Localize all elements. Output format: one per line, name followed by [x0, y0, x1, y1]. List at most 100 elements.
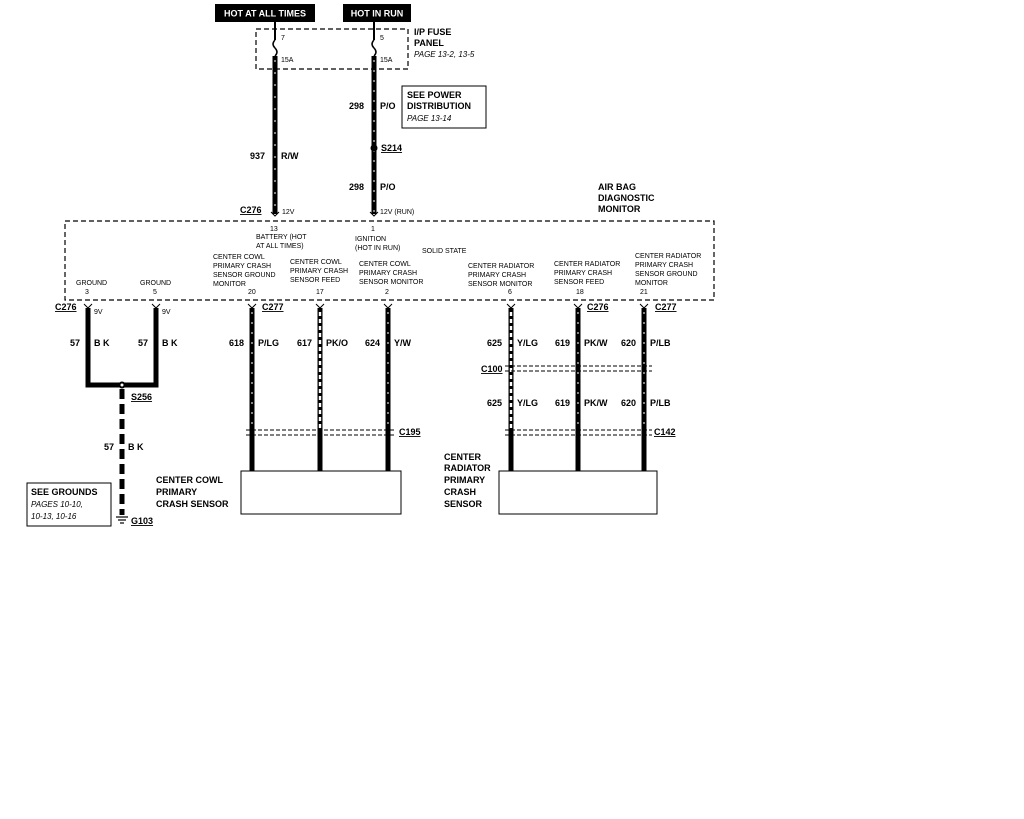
pin-18-number: 18: [576, 289, 584, 296]
pin-3-label: GROUND: [76, 280, 107, 287]
hot-in-run-label: HOT IN RUN: [351, 9, 404, 19]
connector-c277-b: C277: [655, 302, 677, 312]
wire-624-circuit: 624: [365, 338, 380, 348]
ground-ref-line-1: SEE GROUNDS: [31, 487, 98, 497]
splice-s214-label: S214: [381, 143, 402, 153]
pin-1-number: 1: [371, 226, 375, 233]
pin-2-label-2: PRIMARY CRASH: [359, 270, 417, 277]
wire-617-color: PK/O: [326, 338, 348, 348]
power-distribution-ref-box: [401, 85, 487, 129]
connector-c276-top: C276: [240, 205, 262, 215]
wire-620-circuit-lower: 620: [621, 398, 636, 408]
pin-13-number: 13: [270, 226, 278, 233]
pin-6-label-2: PRIMARY CRASH: [468, 272, 526, 279]
radiator-sensor-label-2: RADIATOR: [444, 463, 491, 473]
wire-625-color-lower: Y/LG: [517, 398, 538, 408]
connector-c195: C195: [399, 427, 421, 437]
wire-625-color: Y/LG: [517, 338, 538, 348]
fuse-panel-page-ref: PAGE 13-2, 13-5: [414, 50, 475, 59]
pin-18-chevron: [573, 303, 583, 309]
module-title-2: DIAGNOSTIC: [598, 193, 655, 203]
pin-21-label-4: MONITOR: [635, 280, 668, 287]
radiator-sensor-label-5: SENSOR: [444, 499, 483, 509]
connector-c276-b: C276: [587, 302, 609, 312]
pin-21-label-1: CENTER RADIATOR: [635, 253, 701, 260]
connector-c277-a: C277: [262, 302, 284, 312]
ground-wire-3-circuit: 57: [104, 442, 114, 452]
power-ref-line-2: DISTRIBUTION: [407, 101, 471, 111]
wire-625-circuit-lower: 625: [487, 398, 502, 408]
power-ref-page: PAGE 13-14: [407, 114, 452, 123]
ground-ref-box: [26, 482, 112, 527]
radiator-sensor-label-4: CRASH: [444, 487, 476, 497]
volt-run: 12V (RUN): [380, 209, 414, 216]
fuse-5-amps: 15A: [380, 57, 393, 64]
module-title-1: AIR BAG: [598, 182, 636, 192]
fuse-panel-title-1: I/P FUSE: [414, 27, 451, 37]
fuse-5-number: 5: [380, 35, 384, 42]
ground-ref-line-3: 10-13, 10-16: [31, 512, 77, 521]
pin-20-chevron: [247, 303, 257, 309]
pin-17-label-3: SENSOR FEED: [290, 277, 340, 284]
connector-c142: C142: [654, 427, 676, 437]
wire-937-circuit: 937: [250, 151, 265, 161]
hot-in-run-tag: [343, 4, 411, 22]
wire-298-color-upper: P/O: [380, 101, 396, 111]
fuse-panel-box: [255, 28, 409, 70]
pin-21-chevron: [639, 303, 649, 309]
splice-s256-label: S256: [131, 392, 152, 402]
connector-c100: C100: [481, 364, 503, 374]
c276-pin-13-chevron: [270, 211, 280, 217]
power-ref-line-1: SEE POWER: [407, 90, 462, 100]
fuse-5-symbol: [371, 39, 377, 57]
radiator-sensor-label-3: PRIMARY: [444, 475, 485, 485]
ground-wire-1-color: B K: [94, 338, 110, 348]
wire-617-circuit: 617: [297, 338, 312, 348]
pin-17-chevron: [315, 303, 325, 309]
splice-s214-dot: [370, 144, 378, 152]
module-title-3: MONITOR: [598, 204, 641, 214]
cowl-sensor-label-2: PRIMARY: [156, 487, 197, 497]
cowl-sensor-label-1: CENTER COWL: [156, 475, 223, 485]
wire-619-color-lower: PK/W: [584, 398, 608, 408]
wire-298-circuit-lower: 298: [349, 182, 364, 192]
cowl-sensor-label-3: CRASH SENSOR: [156, 499, 229, 509]
pin-17-label-1: CENTER COWL: [290, 259, 342, 266]
wire-619-circuit-lower: 619: [555, 398, 570, 408]
wire-298-circuit-upper: 298: [349, 101, 364, 111]
pin-6-number: 6: [508, 289, 512, 296]
c276-pin-1-chevron: [369, 211, 379, 217]
wire-618-color: P/LG: [258, 338, 279, 348]
volt-batt: 12V: [282, 209, 295, 216]
pin-17-number: 17: [316, 289, 324, 296]
pin-5-number: 5: [153, 289, 157, 296]
wire-298-color-lower: P/O: [380, 182, 396, 192]
pin-5-chevron: [151, 303, 161, 309]
pin-5-label: GROUND: [140, 280, 171, 287]
pin-20-label-1: CENTER COWL: [213, 254, 265, 261]
pin-21-number: 21: [640, 289, 648, 296]
ground-wire-2-circuit: 57: [138, 338, 148, 348]
wire-624-color: Y/W: [394, 338, 412, 348]
pin-2-label-3: SENSOR MONITOR: [359, 279, 423, 286]
wire-620-circuit: 620: [621, 338, 636, 348]
radiator-sensor-box: [498, 470, 658, 515]
pin-18-label-2: PRIMARY CRASH: [554, 270, 612, 277]
hot-at-all-times-tag: [215, 4, 315, 22]
radiator-sensor-label-1: CENTER: [444, 452, 482, 462]
pin-1-label-1: IGNITION: [355, 236, 386, 243]
pin-13-label-2: AT ALL TIMES): [256, 243, 304, 250]
module-type: SOLID STATE: [422, 248, 467, 255]
air-bag-module-box: [64, 220, 715, 301]
splice-s256-dot-center: [120, 383, 124, 387]
pin-17-label-2: PRIMARY CRASH: [290, 268, 348, 275]
connector-c276-left: C276: [55, 302, 77, 312]
wire-619-color: PK/W: [584, 338, 608, 348]
ground-wire-3-color: B K: [128, 442, 144, 452]
pin-6-label-3: SENSOR MONITOR: [468, 281, 532, 288]
pin-20-number: 20: [248, 289, 256, 296]
pin-1-label-2: (HOT IN RUN): [355, 245, 400, 252]
pin-3-voltage: 9V: [94, 309, 103, 316]
cowl-sensor-box: [240, 470, 402, 515]
pin-20-label-2: PRIMARY CRASH: [213, 263, 271, 270]
